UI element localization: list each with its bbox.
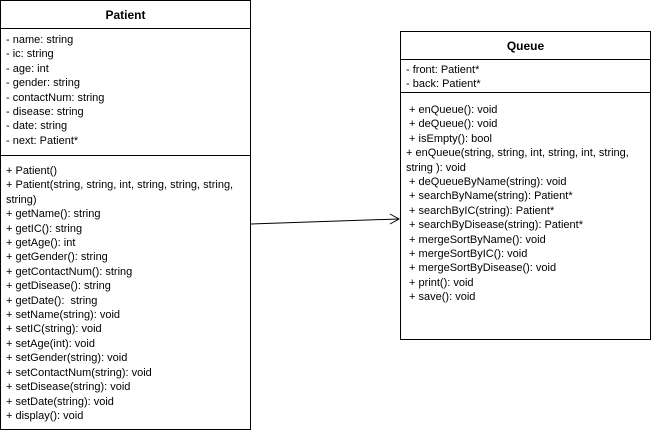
operation: + getDisease(): string <box>6 280 111 293</box>
operation: + getAge(): int <box>6 237 76 250</box>
operation: + deQueueByName(string): void <box>406 176 567 189</box>
attribute: - ic: string <box>6 48 54 61</box>
attribute: - name: string <box>6 34 74 46</box>
operation: + Patient() <box>6 165 58 177</box>
attribute: - gender: string <box>6 77 80 90</box>
operation: + isEmpty(): bool <box>406 132 492 145</box>
attribute: - age: int <box>6 62 49 75</box>
operation: + setGender(string): void <box>6 352 128 365</box>
operation: + searchByName(string): Patient* <box>406 190 573 203</box>
operation: + display(): void <box>6 409 84 422</box>
operation: + getIC(): string <box>6 222 83 235</box>
queue-operations: + enQueue(): void + deQueue(): void + is… <box>401 93 650 305</box>
queue-class-title: Queue <box>401 32 650 60</box>
operation: + setDisease(string): void <box>6 381 131 394</box>
operation: + getDate(): string <box>6 294 98 307</box>
operation: + searchByDisease(string): Patient* <box>406 219 583 232</box>
operation: + print(): void <box>406 276 474 289</box>
operation: + setDate(string): void <box>6 395 114 408</box>
attribute: - next: Patient* <box>6 134 79 147</box>
operation: + enQueue(string, string, int, string, i… <box>406 147 629 174</box>
operation: + getContactNum(): string <box>6 265 133 278</box>
operation: + getName(): string <box>6 208 101 221</box>
operation: + setIC(string): void <box>6 323 102 336</box>
operation: + mergeSortByDisease(): void <box>406 262 557 275</box>
patient-operations: + Patient() + Patient(string, string, in… <box>1 156 250 423</box>
operation: + save(): void <box>406 291 476 304</box>
operation: + setAge(int): void <box>6 337 95 350</box>
operation: + mergeSortByName(): void <box>406 233 546 246</box>
operation: + Patient(string, string, int, string, s… <box>6 179 234 206</box>
operation: + mergeSortByIC(): void <box>406 248 528 261</box>
operation: + setContactNum(string): void <box>6 366 152 379</box>
patient-class-box[interactable]: Patient - name: string - ic: string - ag… <box>0 0 251 430</box>
queue-class-box[interactable]: Queue - front: Patient* - back: Patient*… <box>400 31 651 340</box>
operation: + searchByIC(string): Patient* <box>406 204 555 217</box>
attribute: - contactNum: string <box>6 91 105 104</box>
patient-class-title: Patient <box>1 1 250 29</box>
operation: + getGender(): string <box>6 251 108 264</box>
operation: + setName(string): void <box>6 309 121 322</box>
operation: + deQueue(): void <box>406 118 498 131</box>
association-line[interactable] <box>250 218 399 225</box>
queue-attributes: - front: Patient* - back: Patient* <box>401 60 650 93</box>
attribute: - disease: string <box>6 106 84 119</box>
arrowhead-icon <box>389 213 401 225</box>
attribute: - back: Patient* <box>406 78 481 91</box>
patient-attributes: - name: string - ic: string - age: int -… <box>1 29 250 156</box>
attribute: - front: Patient* <box>406 64 480 76</box>
attribute: - date: string <box>6 120 68 133</box>
operation: + enQueue(): void <box>406 104 498 116</box>
